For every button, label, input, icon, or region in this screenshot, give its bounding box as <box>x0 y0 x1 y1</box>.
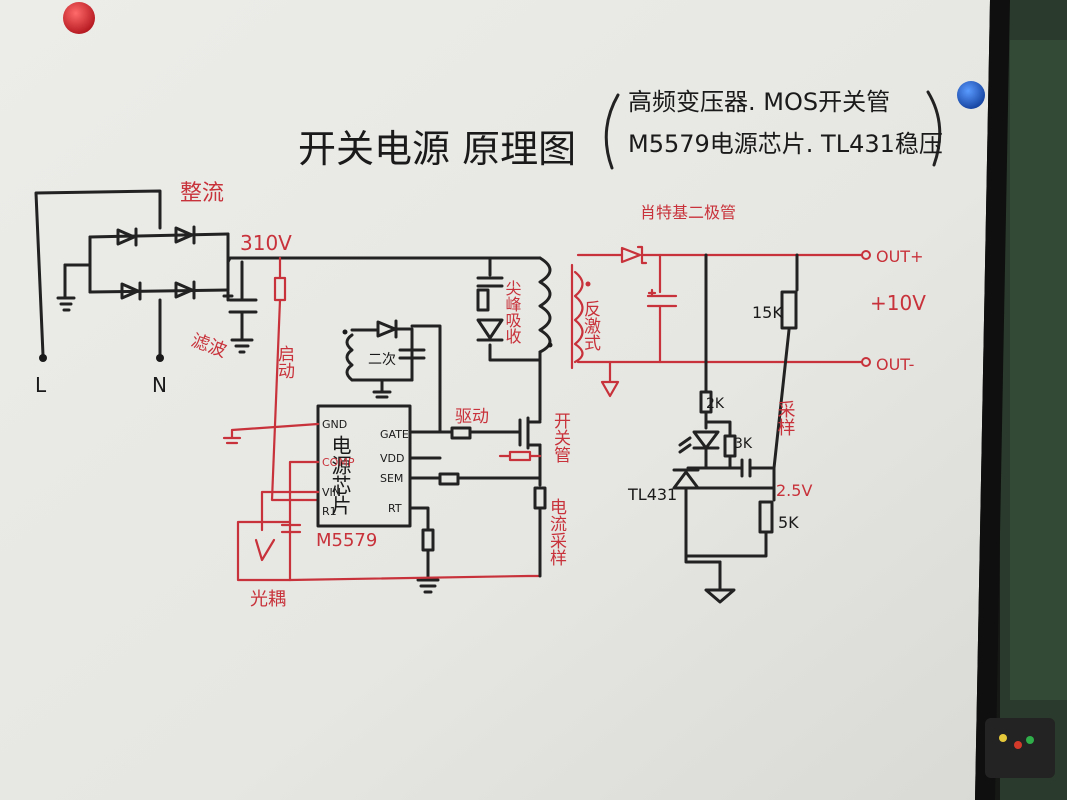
pin-vdd: VDD <box>380 452 404 465</box>
r15k-label: 15K <box>752 303 783 322</box>
switch-tube-label: 开关管 <box>550 412 571 463</box>
auxiliary-winding <box>342 319 442 434</box>
paren-right <box>926 90 942 167</box>
flyback-label: 反激式 <box>580 300 601 351</box>
rectifier-label: 整流 <box>180 181 224 206</box>
pin-gate: GATE <box>380 428 409 441</box>
tl431-label: TL431 <box>627 485 677 504</box>
device-knob <box>1014 741 1022 749</box>
startup-label: 启动 <box>274 345 295 379</box>
primary-side <box>476 256 553 578</box>
pin-sem: SEM <box>380 472 403 485</box>
chip-wiring <box>222 422 542 594</box>
out-pos-label: OUT+ <box>876 247 923 266</box>
input-l-label: L <box>35 373 47 397</box>
r2k-label: 2K <box>706 396 725 412</box>
pin-vin: VIN <box>322 486 341 499</box>
optocoupler-label: 光耦 <box>250 589 286 610</box>
device-knob <box>999 734 1007 742</box>
red-magnet-icon <box>63 2 95 34</box>
out-voltage-label: +10V <box>870 291 926 315</box>
page-title: 开关电源 原理图 <box>298 127 576 171</box>
current-sense-label: 电流采样 <box>546 498 567 566</box>
pin-r1: R1 <box>322 505 337 518</box>
r3k-label: 3K <box>734 436 753 452</box>
drive-label: 驱动 <box>455 407 489 427</box>
r5k-label: 5K <box>778 513 799 532</box>
spike-absorb-label: 尖峰吸收 <box>503 280 522 344</box>
chip-title: 电源芯片 <box>328 435 352 515</box>
input-n-label: N <box>152 373 167 397</box>
secondary-winding <box>570 245 871 398</box>
title-note-line2: M5579电源芯片. TL431稳压 <box>628 130 943 158</box>
feedback-network <box>672 253 799 604</box>
blue-magnet-icon <box>957 81 985 109</box>
whiteboard-frame <box>975 0 1010 800</box>
sampling-label: 采样 <box>775 400 796 436</box>
pin-rt: RT <box>388 502 402 515</box>
ref-voltage-label: 2.5V <box>776 481 812 500</box>
startup-resistor <box>270 256 320 502</box>
pin-comp: COMP <box>322 456 355 469</box>
whiteboard <box>0 0 990 800</box>
bus-voltage-label: 310V <box>240 231 292 255</box>
secondary-label: 二次 <box>368 352 396 368</box>
title-note-line1: 高频变压器. MOS开关管 <box>628 88 890 116</box>
chip-model-label: M5579 <box>316 530 377 551</box>
pin-gnd: GND <box>322 418 347 431</box>
schottky-label: 肖特基二极管 <box>640 203 736 222</box>
window-glow <box>1010 40 1067 700</box>
device-knob <box>1026 736 1034 744</box>
paren-left <box>604 93 620 170</box>
bridge-rectifier <box>34 189 230 362</box>
bus-and-filter-capacitor <box>222 256 542 354</box>
out-neg-label: OUT- <box>876 355 914 374</box>
power-chip <box>316 404 412 528</box>
